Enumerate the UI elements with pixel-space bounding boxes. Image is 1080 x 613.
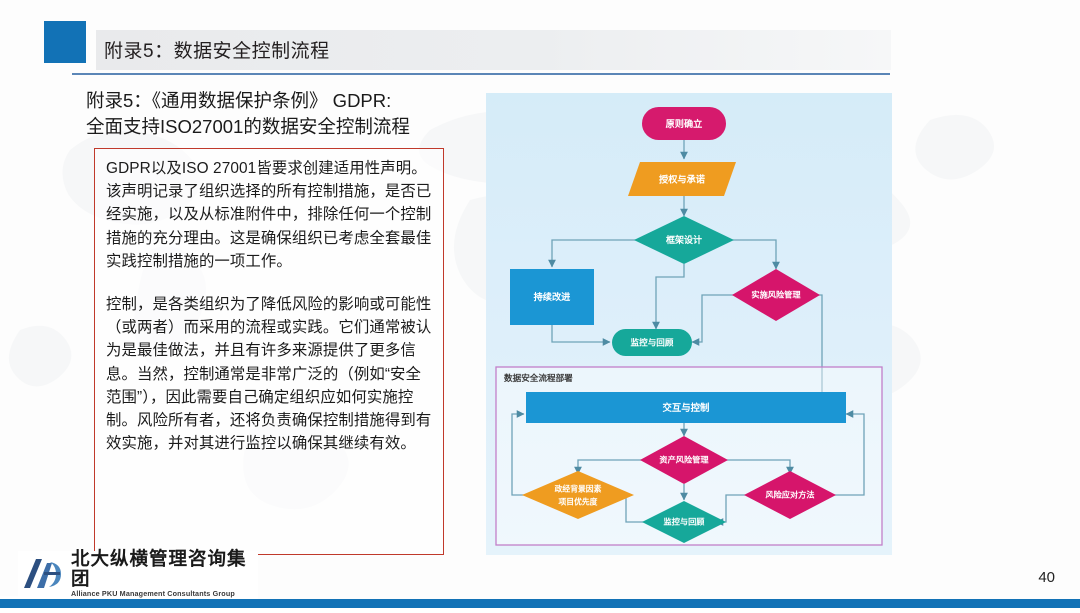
header-bar xyxy=(96,30,891,70)
svg-text:授权与承诺: 授权与承诺 xyxy=(659,174,705,185)
subtitle-line-1: 附录5：《通用数据保护条例》 GDPR: xyxy=(86,90,392,111)
subtitle: 附录5：《通用数据保护条例》 GDPR: 全面支持ISO27001的数据安全控制… xyxy=(86,88,466,140)
page-number: 40 xyxy=(1038,569,1055,586)
svg-text:风险应对方法: 风险应对方法 xyxy=(765,490,814,500)
svg-text:政经背景因素: 政经背景因素 xyxy=(555,484,602,494)
svg-text:持续改进: 持续改进 xyxy=(534,291,572,302)
node-implement-risk-management[interactable]: 实施风险管理 xyxy=(732,269,820,321)
svg-text:监控与回顾: 监控与回顾 xyxy=(664,517,706,527)
logo-text-cn: 北大纵横管理咨询集团 xyxy=(71,548,247,589)
footer-band xyxy=(0,599,1080,608)
svg-text:项目优先度: 项目优先度 xyxy=(559,497,598,507)
node-framework-design[interactable]: 框架设计 xyxy=(634,216,734,264)
logo-text-en: Alliance PKU Management Consultants Grou… xyxy=(71,589,235,598)
node-monitor-review-top[interactable]: 监控与回顾 xyxy=(612,329,692,356)
node-risk-response[interactable]: 风险应对方法 xyxy=(744,471,836,519)
logo-text: 北大纵横管理咨询集团 Alliance PKU Management Consu… xyxy=(71,549,258,599)
company-logo: 北大纵横管理咨询集团 Alliance PKU Management Consu… xyxy=(18,549,258,599)
subtitle-line-2: 全面支持ISO27001的数据安全控制流程 xyxy=(86,116,410,137)
svg-text:原则确立: 原则确立 xyxy=(666,118,703,129)
node-continuous-improvement[interactable]: 持续改进 xyxy=(510,269,594,325)
description-paragraph-2: 控制，是各类组织为了降低风险的影响或可能性（或两者）而采用的流程或实践。它们通常… xyxy=(106,296,432,453)
node-asset-risk-management[interactable]: 资产风险管理 xyxy=(640,436,728,484)
node-political-factors[interactable]: 政经背景因素 项目优先度 xyxy=(522,471,634,519)
page-title: 附录5：数据安全控制流程 xyxy=(104,41,330,62)
node-interaction-control[interactable]: 交互与控制 xyxy=(526,392,846,423)
svg-text:交互与控制: 交互与控制 xyxy=(663,402,710,413)
node-principle[interactable]: 原则确立 xyxy=(642,107,726,140)
svg-text:框架设计: 框架设计 xyxy=(666,234,702,245)
svg-text:监控与回顾: 监控与回顾 xyxy=(631,337,674,348)
header-divider xyxy=(72,73,890,75)
svg-text:实施风险管理: 实施风险管理 xyxy=(751,290,801,300)
deployment-group-label: 数据安全流程部署 xyxy=(504,372,573,383)
footer-band-left-notch xyxy=(0,596,258,599)
header-accent-square xyxy=(44,21,86,63)
logo-mark-icon xyxy=(24,559,61,588)
svg-text:资产风险管理: 资产风险管理 xyxy=(659,455,709,465)
node-monitor-review-bottom[interactable]: 监控与回顾 xyxy=(642,501,726,543)
flowchart-panel: 数据安全流程部署 xyxy=(486,93,892,555)
node-authorization[interactable]: 授权与承诺 xyxy=(628,162,736,196)
description-paragraph-1: GDPR以及ISO 27001皆要求创建适用性声明。该声明记录了组织选择的所有控… xyxy=(106,160,432,270)
description-textbox: GDPR以及ISO 27001皆要求创建适用性声明。该声明记录了组织选择的所有控… xyxy=(94,148,444,555)
